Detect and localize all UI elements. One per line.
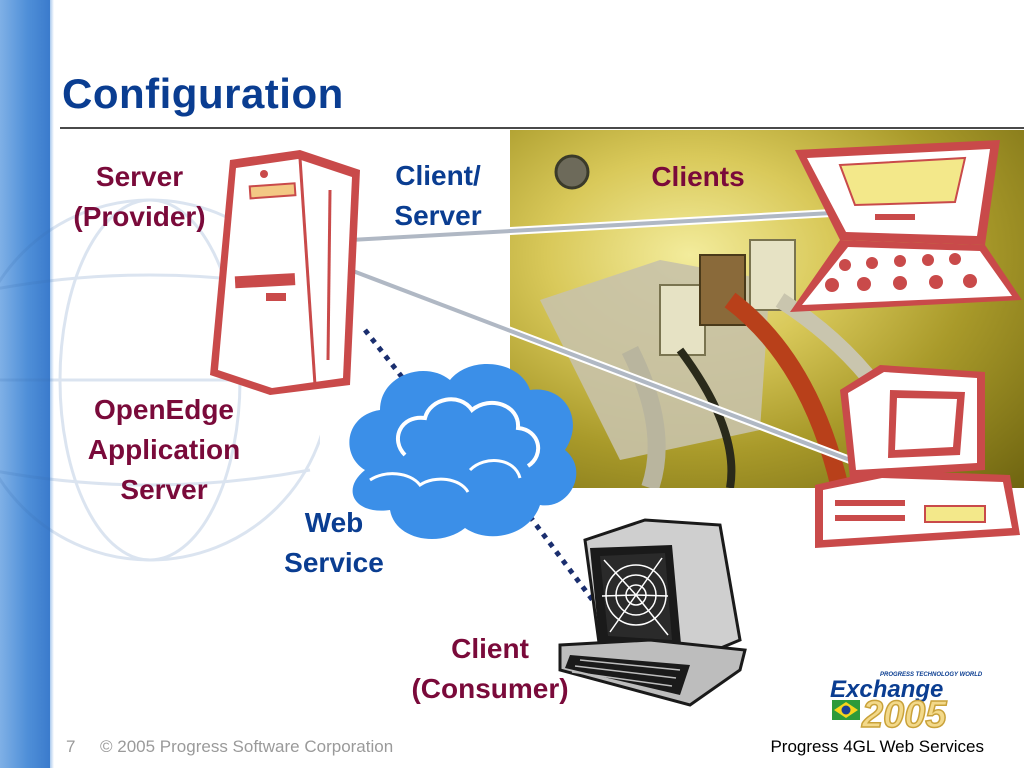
web-service-label: Web Service <box>270 503 398 583</box>
server-provider-line1: Server <box>95 161 184 192</box>
appserver-line2: Application <box>87 434 241 465</box>
web-service-line2: Service <box>284 547 384 578</box>
appserver-line3: Server <box>120 474 208 505</box>
client-server-label: Client/ Server <box>380 156 496 236</box>
cloud-icon <box>349 363 577 540</box>
slide-title: Configuration <box>62 70 344 117</box>
clients-label: Clients <box>651 161 745 192</box>
client-consumer-line2: (Consumer) <box>411 673 569 704</box>
web-computer-icon <box>558 518 747 707</box>
client-consumer-label: Client (Consumer) <box>390 629 590 709</box>
logo-tagline: PROGRESS TECHNOLOGY WORLD <box>880 672 983 678</box>
server-tower-icon <box>210 150 360 395</box>
openedge-appserver-label: OpenEdge Application Server <box>64 390 264 510</box>
left-bar-edge <box>50 0 54 768</box>
copyright-text: © 2005 Progress Software Corporation <box>100 737 394 756</box>
desktop-computer-icon <box>815 365 1020 548</box>
page-number: 7 <box>66 737 76 756</box>
server-provider-label: Server (Provider) <box>52 157 227 237</box>
logo-word: Exchange <box>830 676 943 703</box>
title-divider <box>60 127 1024 129</box>
client-server-line1: Client/ <box>395 160 481 191</box>
web-service-dotted-line-upper <box>363 328 422 402</box>
appserver-line1: OpenEdge <box>93 394 234 425</box>
web-service-line1: Web <box>304 507 364 538</box>
left-decorative-bar <box>0 0 50 768</box>
server-provider-line2: (Provider) <box>73 201 206 232</box>
exchange-2005-logo: PROGRESS TECHNOLOGY WORLD Exchange 2005 <box>830 672 983 737</box>
footer-title: Progress 4GL Web Services <box>770 737 984 756</box>
laptop-icon <box>790 140 1022 312</box>
brazil-flag-icon <box>832 700 860 720</box>
logo-year: 2005 <box>861 694 947 736</box>
client-server-line2: Server <box>394 200 482 231</box>
client-consumer-line1: Client <box>451 633 529 664</box>
